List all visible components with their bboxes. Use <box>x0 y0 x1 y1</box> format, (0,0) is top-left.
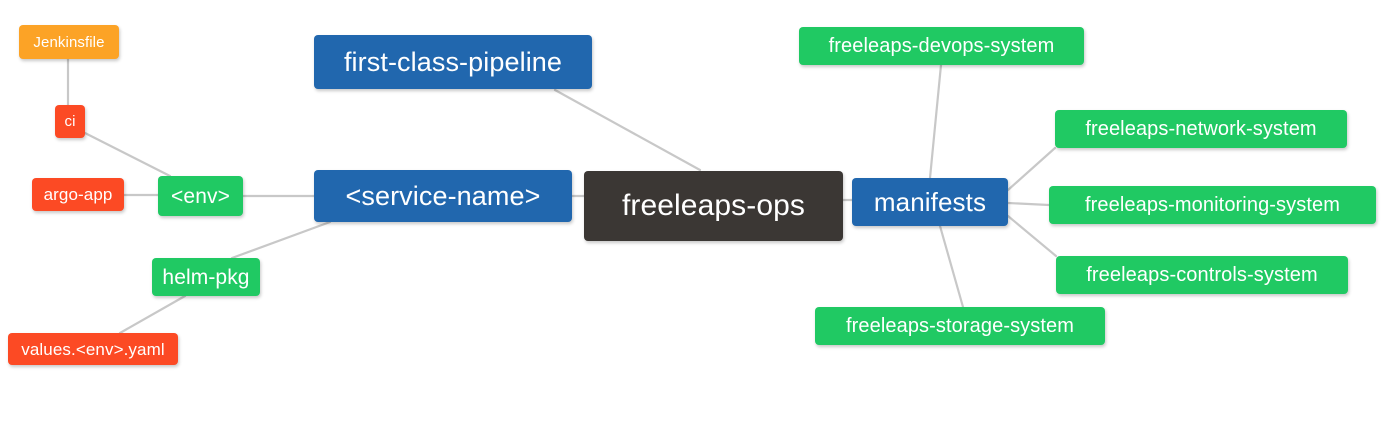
edge-manifests-to-network <box>1006 146 1057 192</box>
node-ci[interactable]: ci <box>55 105 85 138</box>
node-monitoring[interactable]: freeleaps-monitoring-system <box>1049 186 1376 224</box>
node-root[interactable]: freeleaps-ops <box>584 171 843 241</box>
node-devops[interactable]: freeleaps-devops-system <box>799 27 1084 65</box>
node-pipeline[interactable]: first-class-pipeline <box>314 35 592 89</box>
edge-manifests-to-monitoring <box>1006 201 1051 207</box>
edge-manifests-to-devops <box>928 63 943 180</box>
edge-pipeline-to-root <box>553 88 702 172</box>
edge-helmpkg-to-service <box>230 220 332 260</box>
node-manifests[interactable]: manifests <box>852 178 1008 226</box>
node-service[interactable]: <service-name> <box>314 170 572 222</box>
node-controls[interactable]: freeleaps-controls-system <box>1056 256 1348 294</box>
node-argoapp[interactable]: argo-app <box>32 178 124 211</box>
edge-ci-to-env <box>83 131 172 178</box>
edge-valuesyaml-to-helmpkg <box>118 294 187 335</box>
node-storage[interactable]: freeleaps-storage-system <box>815 307 1105 345</box>
node-helmpkg[interactable]: helm-pkg <box>152 258 260 296</box>
node-valuesyaml[interactable]: values.<env>.yaml <box>8 333 178 365</box>
node-env[interactable]: <env> <box>158 176 243 216</box>
edge-manifests-to-storage <box>938 224 965 309</box>
node-network[interactable]: freeleaps-network-system <box>1055 110 1347 148</box>
node-jenkinsfile[interactable]: Jenkinsfile <box>19 25 119 59</box>
